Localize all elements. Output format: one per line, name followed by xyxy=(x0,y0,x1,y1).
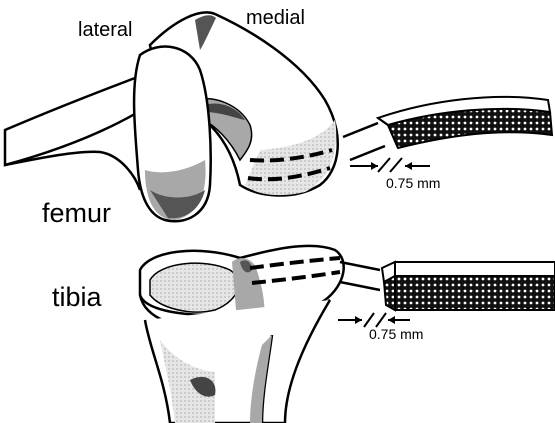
tibia-thickness-indicator xyxy=(338,313,410,327)
tibia-thickness-label: 0.75 mm xyxy=(369,327,423,341)
femur-thickness-indicator xyxy=(350,158,430,172)
tibia-lateral-plateau xyxy=(150,263,238,312)
femur-section xyxy=(343,97,552,172)
label-lateral: lateral xyxy=(78,20,132,40)
tibia-section xyxy=(338,262,555,327)
label-medial: medial xyxy=(246,8,305,28)
tibia-section-mesh-edge xyxy=(384,276,395,310)
femur-thickness-label: 0.75 mm xyxy=(386,176,440,190)
femur-drawing xyxy=(5,12,338,221)
label-tibia: tibia xyxy=(52,284,102,311)
label-femur: femur xyxy=(42,200,111,227)
tibia-section-cartilage xyxy=(395,262,555,276)
tibia-drawing xyxy=(140,246,344,423)
tibia-section-mesh xyxy=(395,276,555,310)
